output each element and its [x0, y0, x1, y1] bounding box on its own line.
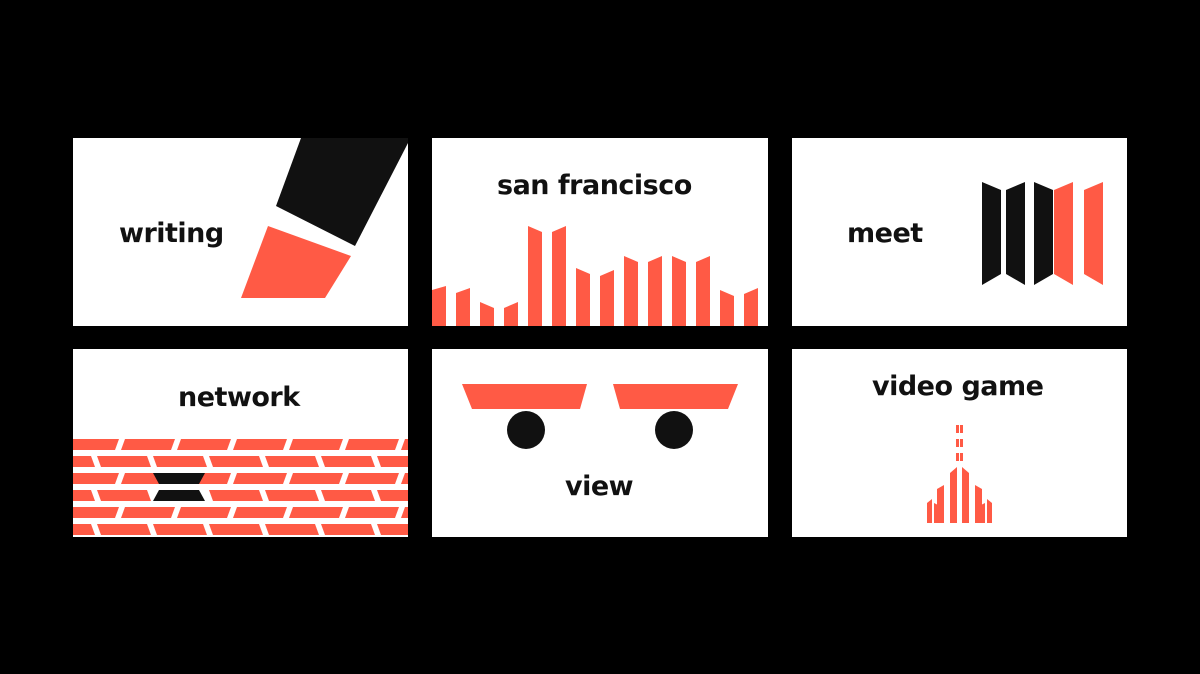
card-meet: meet — [792, 138, 1127, 326]
eyes-icon — [462, 384, 738, 449]
card-view: view — [432, 349, 768, 537]
card-writing: writing — [73, 138, 408, 326]
card-network: network — [73, 349, 408, 537]
skyline-icon — [432, 226, 758, 326]
card-label-network: network — [178, 382, 300, 413]
door-panels-icon — [982, 182, 1103, 285]
card-label-meet: meet — [847, 218, 923, 249]
brick-wall-icon — [73, 439, 408, 535]
marker-icon — [241, 138, 408, 298]
spaceship-icon — [927, 425, 992, 523]
card-label-video-game: video game — [872, 371, 1044, 402]
card-label-writing: writing — [119, 218, 224, 249]
card-video-game: video game — [792, 349, 1127, 537]
card-label-view: view — [565, 471, 634, 502]
card-san-francisco: san francisco — [432, 138, 768, 326]
card-label-san-francisco: san francisco — [497, 170, 692, 201]
